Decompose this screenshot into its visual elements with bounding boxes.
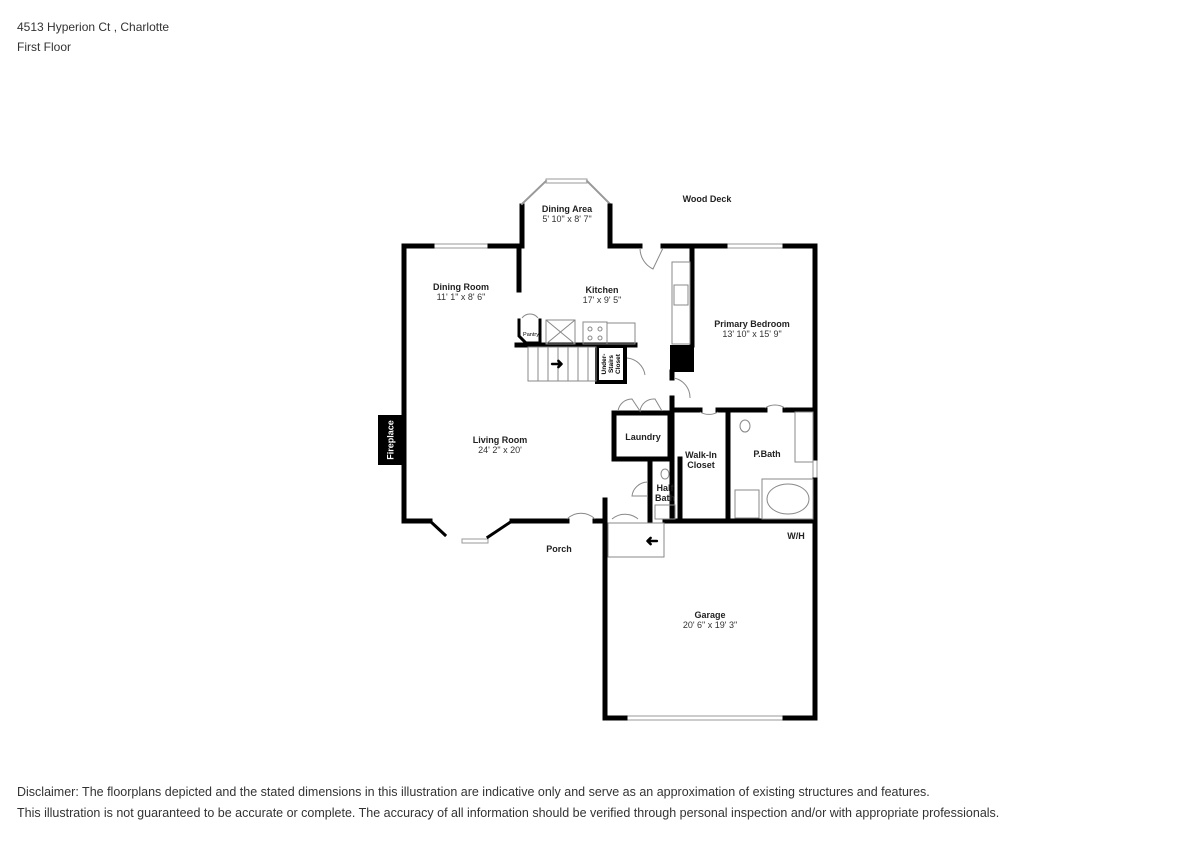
porch-stairs-arrow-icon: ➜ <box>645 532 658 549</box>
stairs-arrow-icon: ➜ <box>550 356 563 373</box>
fixtures: ➜ ➜ <box>521 247 814 558</box>
room-p-bath: P.Bath <box>753 449 780 459</box>
room-under-stairs-closet: Under-StairsCloset <box>601 353 622 374</box>
walls <box>401 179 818 721</box>
room-laundry: Laundry <box>625 432 661 442</box>
room-pantry: Pantry <box>523 332 539 338</box>
address-title: 4513 Hyperion Ct , Charlotte <box>17 20 170 34</box>
room-porch: Porch <box>546 544 572 554</box>
room-primary-bedroom-dims: 13' 10" x 15' 9" <box>722 329 781 339</box>
floor-label: First Floor <box>17 40 71 54</box>
fireplace <box>378 415 404 465</box>
room-living-room: Living Room <box>473 435 528 445</box>
room-wood-deck: Wood Deck <box>683 194 733 204</box>
disclaimer-line-1: Disclaimer: The floorplans depicted and … <box>17 785 930 799</box>
disclaimer-line-2: This illustration is not guaranteed to b… <box>17 806 1000 820</box>
room-garage: Garage <box>694 610 725 620</box>
fireplace-label: Fireplace <box>385 420 395 460</box>
room-dining-area: Dining Area <box>542 204 593 214</box>
room-dining-area-dims: 5' 10" x 8' 7" <box>542 214 591 224</box>
room-kitchen-dims: 17' x 9' 5" <box>583 295 622 305</box>
room-dining-room: Dining Room <box>433 282 489 292</box>
stairs <box>527 346 597 382</box>
room-primary-bedroom: Primary Bedroom <box>714 319 790 329</box>
room-kitchen: Kitchen <box>585 285 618 295</box>
room-water-heater: W/H <box>787 531 805 541</box>
room-living-room-dims: 24' 2" x 20' <box>478 445 522 455</box>
room-dining-room-dims: 11' 1" x 8' 6" <box>437 292 486 302</box>
room-garage-dims: 20' 6" x 19' 3" <box>683 620 737 630</box>
